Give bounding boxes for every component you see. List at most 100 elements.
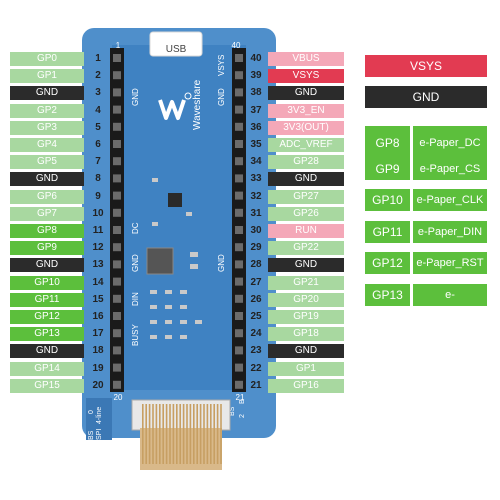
right-pin-number-22: 22 bbox=[250, 362, 262, 374]
left-pin-label-8: GND bbox=[10, 172, 84, 187]
header-pin bbox=[113, 243, 121, 252]
right-pin-label-23: GND bbox=[268, 344, 344, 359]
fpc-contact bbox=[142, 404, 144, 464]
silk-din: DIN bbox=[131, 292, 140, 306]
fpc-contact bbox=[220, 404, 222, 464]
right-pin-number-32: 32 bbox=[250, 190, 262, 202]
legend-epaper-gp12: e-Paper_RST bbox=[413, 252, 487, 274]
header-pin bbox=[113, 174, 121, 183]
header-pin bbox=[113, 260, 121, 269]
fpc-contact bbox=[186, 404, 188, 464]
fpc-contact bbox=[196, 404, 198, 464]
header-pin bbox=[235, 243, 243, 252]
left-pin-number-14: 14 bbox=[92, 276, 104, 288]
fpc-num-2: 2 bbox=[239, 414, 246, 418]
left-pin-label-15: GP11 bbox=[10, 292, 84, 307]
right-pin-number-26: 26 bbox=[250, 293, 262, 305]
right-pin-label-35: ADC_VREF bbox=[268, 138, 344, 152]
right-pin-label-29: GP22 bbox=[268, 241, 344, 256]
silk-gnd-top: GND bbox=[131, 88, 140, 106]
right-pin-number-21: 21 bbox=[250, 379, 262, 391]
left-pin-label-11: GP8 bbox=[10, 224, 84, 238]
header-pin bbox=[235, 122, 243, 131]
right-pin-label-38: GND bbox=[268, 86, 344, 101]
left-pin-number-9: 9 bbox=[95, 190, 101, 202]
fpc-contact bbox=[152, 404, 154, 464]
header-pin bbox=[235, 88, 243, 97]
left-pin-number-19: 19 bbox=[92, 362, 104, 374]
left-pin-number-17: 17 bbox=[92, 328, 104, 340]
right-pin-header bbox=[232, 48, 246, 392]
header-pin bbox=[235, 157, 243, 166]
left-pin-number-8: 8 bbox=[95, 173, 101, 185]
fpc-contact bbox=[172, 404, 175, 464]
right-pin-label-37: 3V3_EN bbox=[268, 103, 344, 118]
board-corner-1: 1 bbox=[116, 41, 121, 50]
header-pin bbox=[113, 312, 121, 320]
legend-epaper-gp10: e-Paper_CLK bbox=[413, 189, 487, 211]
silk-gnd-mid: GND bbox=[131, 254, 140, 272]
right-pin-number-35: 35 bbox=[250, 139, 262, 150]
header-pin bbox=[113, 88, 121, 97]
right-pin-number-38: 38 bbox=[250, 87, 262, 99]
fpc-contact bbox=[155, 404, 158, 464]
right-pin-label-32: GP27 bbox=[268, 189, 344, 204]
smd-7 bbox=[165, 290, 172, 294]
silk-gnd-right-mid: GND bbox=[217, 254, 226, 272]
left-pin-number-1: 1 bbox=[95, 53, 101, 64]
bs-switch-area bbox=[86, 398, 112, 440]
smd-8 bbox=[180, 290, 187, 294]
right-pin-label-34: GP28 bbox=[268, 155, 344, 170]
left-pin-number-16: 16 bbox=[92, 311, 104, 322]
board-inner bbox=[112, 45, 246, 390]
left-pin-label-2: GP1 bbox=[10, 69, 84, 84]
right-pin-number-30: 30 bbox=[250, 225, 262, 236]
fpc-contact bbox=[159, 404, 161, 464]
silk-vsys: VSYS bbox=[217, 55, 226, 76]
header-pin bbox=[113, 208, 121, 217]
header-pin bbox=[113, 122, 121, 131]
header-pin bbox=[113, 54, 121, 62]
brand-text: Waveshare bbox=[192, 79, 203, 130]
fpc-bs-label: BS bbox=[229, 406, 236, 416]
header-pin bbox=[113, 277, 121, 286]
fpc-contact bbox=[182, 404, 185, 464]
header-pin bbox=[235, 346, 243, 355]
header-pin bbox=[235, 226, 243, 234]
silk-gnd-right: GND bbox=[217, 88, 226, 106]
legend-epaper-gp8: e-Paper_DC bbox=[413, 126, 487, 160]
left-pin-header bbox=[110, 48, 124, 392]
left-pin-label-18: GND bbox=[10, 344, 84, 359]
right-pin-number-37: 37 bbox=[250, 104, 262, 116]
right-pin-number-39: 39 bbox=[250, 70, 262, 82]
smd-10 bbox=[165, 305, 172, 309]
header-pin bbox=[235, 277, 243, 286]
inductor-component bbox=[146, 247, 174, 275]
legend-gp-gp11: GP11 bbox=[365, 220, 410, 243]
waveshare-logo-icon bbox=[158, 92, 192, 120]
left-pin-label-4: GP2 bbox=[10, 103, 84, 118]
board-corner-20: 20 bbox=[114, 393, 123, 402]
legend-gnd: GND bbox=[365, 86, 487, 108]
smd-16 bbox=[150, 335, 157, 339]
right-pin-label-39: VSYS bbox=[268, 69, 344, 84]
fpc-contact bbox=[165, 404, 168, 464]
header-pin bbox=[235, 260, 243, 269]
header-pin bbox=[113, 71, 121, 80]
right-pin-label-36: 3V3(OUT) bbox=[268, 120, 344, 135]
header-pin bbox=[113, 294, 121, 303]
smd-2 bbox=[186, 212, 192, 216]
smd-14 bbox=[180, 320, 187, 324]
header-pin bbox=[235, 105, 243, 114]
silk-dc: DC bbox=[131, 222, 140, 234]
header-pin bbox=[113, 140, 121, 148]
left-pin-number-12: 12 bbox=[92, 242, 104, 254]
right-pin-number-24: 24 bbox=[250, 328, 262, 340]
smd-13 bbox=[165, 320, 172, 324]
header-pin bbox=[113, 380, 121, 389]
right-pin-label-31: GP26 bbox=[268, 206, 344, 221]
fpc-contact bbox=[216, 404, 219, 464]
legend-gp-gp8: GP8 bbox=[365, 126, 410, 160]
smd-5 bbox=[190, 264, 198, 269]
header-pin bbox=[235, 329, 243, 338]
